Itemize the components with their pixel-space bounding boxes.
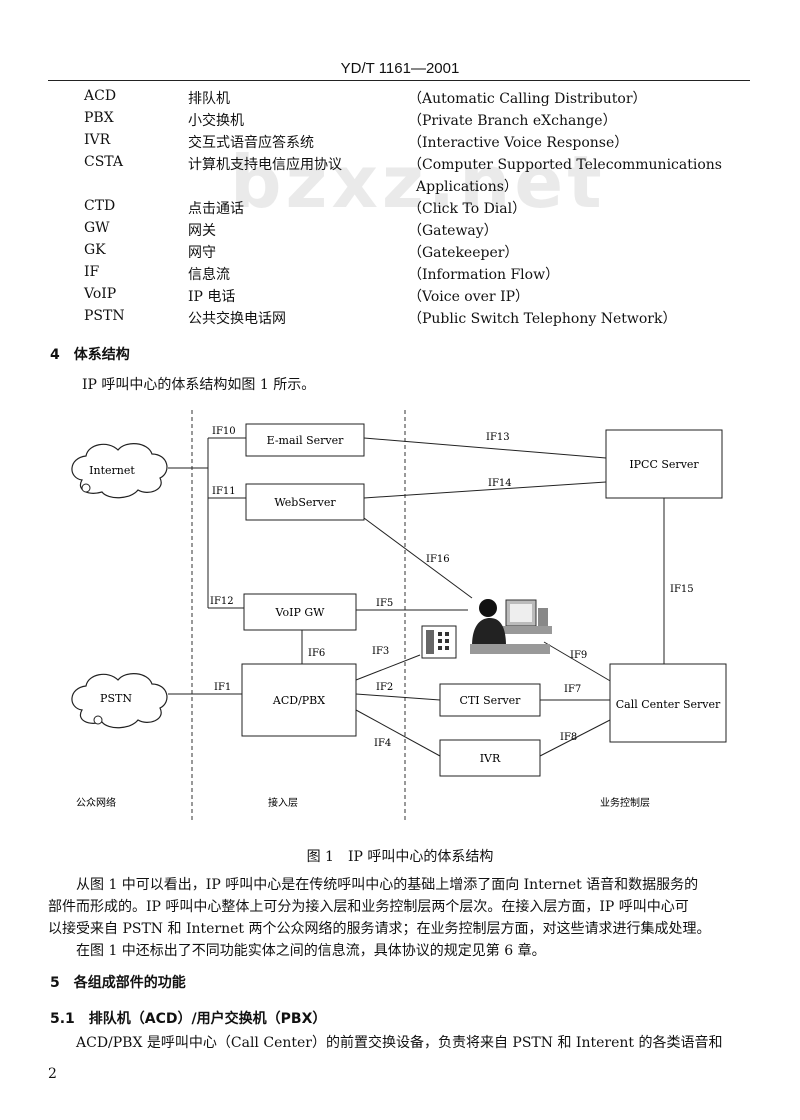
abbr-english-cont: Applications） [416,179,518,195]
abbr-chinese: IP 电话 [188,289,236,305]
flow-label: IF11 [212,486,236,497]
header-rule [48,80,750,81]
abbr-term: GK [84,242,106,258]
email-server-label: E-mail Server [267,434,345,447]
ivr-label: IVR [480,752,501,765]
abbr-chinese: 小交换机 [188,113,244,129]
abbr-chinese: 点击通话 [188,201,244,217]
body-line: 以接受来自 PSTN 和 Internet 两个公众网络的服务请求；在业务控制层… [48,921,711,937]
flow-label: IF12 [210,596,234,607]
web-server-box [245,483,365,521]
abbr-chinese: 交互式语音应答系统 [188,135,314,151]
pstn-cloud-icon [71,673,168,729]
body-line: 部件而形成的。IP 呼叫中心整体上可分为接入层和业务控制层两个层次。在接入层方面… [48,899,689,915]
abbr-term: IF [84,264,100,280]
standard-header: YD/T 1161—2001 [340,60,460,77]
abbr-chinese: 公共交换电话网 [188,311,286,327]
abbr-term: GW [84,220,110,236]
section-5-1-text: ACD/PBX 是呼叫中心（Call Center）的前置交换设备，负责将来自 … [48,1035,723,1051]
abbr-english: （Computer Supported Telecommunications [408,157,722,173]
page-number: 2 [48,1066,57,1082]
architecture-figure: Internet PSTN E-mail Server WebServer Vo… [60,410,750,834]
abbr-chinese: 排队机 [188,91,230,107]
flow-label: IF3 [372,646,389,657]
abbr-english: （Automatic Calling Distributor） [408,91,647,107]
ipcc-server-box [605,429,723,499]
telephone-icon [421,625,457,659]
flow-label: IF6 [308,648,325,659]
body-line: 从图 1 中可以看出，IP 呼叫中心是在传统呼叫中心的基础上增添了面向 Inte… [48,877,699,893]
section-5-title: 5 各组成部件的功能 [50,975,186,991]
layer-label-access: 接入层 [268,796,298,809]
flow-label: IF15 [670,584,694,595]
voip-gw-label: VoIP GW [275,606,326,619]
flow-label: IF2 [376,682,393,693]
abbr-term: IVR [84,132,111,148]
abbr-english: （Gatekeeper） [408,245,519,261]
abbr-term: PBX [84,110,114,126]
email-server-box [245,423,365,457]
flow-label: IF16 [426,554,450,565]
abbr-english: （Click To Dial） [408,201,527,217]
cti-server-box [439,683,541,717]
abbr-english: （Public Switch Telephony Network） [408,311,677,327]
layer-label-public: 公众网络 [76,796,116,809]
architecture-diagram: Internet PSTN E-mail Server WebServer Vo… [71,410,727,820]
cti-server-label: CTI Server [460,694,522,707]
web-server-label: WebServer [274,496,336,509]
abbr-english: （Voice over IP） [408,289,530,305]
flow-label: IF5 [376,598,393,609]
abbr-chinese: 信息流 [188,267,230,283]
abbr-english: （Interactive Voice Response） [408,135,629,151]
figure-caption: 图 1 IP 呼叫中心的体系结构 [306,849,494,865]
abbr-chinese: 网关 [188,223,216,239]
internet-label: Internet [89,464,135,477]
section-5-1-title: 5.1 排队机（ACD）/用户交换机（PBX） [50,1011,327,1027]
abbr-term: VoIP [84,286,117,302]
flow-label: IF8 [560,732,577,743]
flow-label: IF1 [214,682,231,693]
flow-label: IF4 [374,738,391,749]
body-line: 在图 1 中还标出了不同功能实体之间的信息流，具体协议的规定见第 6 章。 [48,943,546,959]
ivr-box [439,739,541,777]
acd-pbx-label: ACD/PBX [272,694,325,707]
abbr-english: （Gateway） [408,223,498,239]
agent-workstation-icon [470,599,552,654]
call-center-server-label: Call Center Server [616,698,721,711]
internet-cloud-icon [71,443,168,499]
abbr-chinese: 网守 [188,245,216,261]
abbr-chinese: 计算机支持电信应用协议 [188,157,342,173]
flow-label: IF14 [488,478,512,489]
flow-label: IF13 [486,432,510,443]
pstn-label: PSTN [100,692,132,705]
flow-label: IF10 [212,426,236,437]
abbr-english: （Private Branch eXchange） [408,113,617,129]
layer-label-control: 业务控制层 [600,796,650,809]
section-4-title: 4 体系结构 [50,347,130,363]
acd-pbx-box [241,663,357,737]
abbr-term: CSTA [84,154,123,170]
abbr-english: （Information Flow） [408,267,560,283]
abbr-term: ACD [84,88,117,104]
call-center-server-box [609,663,727,743]
section-4-intro: IP 呼叫中心的体系结构如图 1 所示。 [82,377,316,393]
voip-gw-box [243,593,357,631]
flow-label: IF7 [564,684,581,695]
ipcc-server-label: IPCC Server [629,458,699,471]
abbr-term: PSTN [84,308,125,324]
flow-label: IF9 [570,650,587,661]
abbr-term: CTD [84,198,116,214]
body-paragraph-1: 从图 1 中可以看出，IP 呼叫中心是在传统呼叫中心的基础上增添了面向 Inte… [48,874,758,962]
